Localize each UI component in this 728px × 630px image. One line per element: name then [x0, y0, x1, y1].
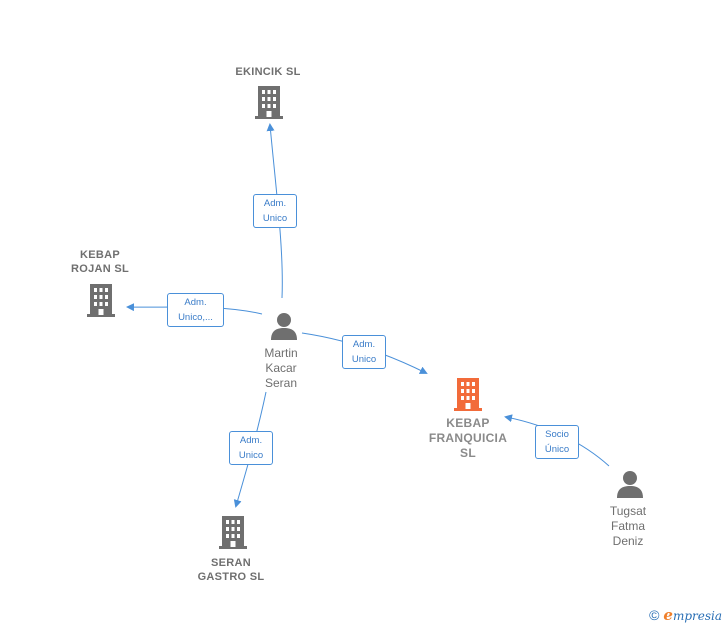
building-icon[interactable] [219, 516, 247, 549]
person-icon[interactable] [271, 313, 297, 340]
person-icon[interactable] [617, 471, 643, 498]
building-icon[interactable] [255, 86, 283, 119]
building-icon[interactable] [87, 284, 115, 317]
company-label-kebap-franquicia[interactable]: KEBAP FRANQUICIA SL [428, 416, 508, 460]
edge-label-martin-rojan: Adm. Unico,... [167, 293, 224, 327]
company-label-seran-gastro[interactable]: SERAN GASTRO SL [197, 557, 265, 583]
brand-initial: e [663, 606, 673, 624]
brand-rest: mpresia [672, 609, 722, 623]
person-label-martin[interactable]: Martin Kacar Seran [264, 346, 298, 390]
edge-label-martin-ekincik: Adm. Unico [253, 194, 297, 228]
edge-label-martin-seran: Adm. Unico [229, 431, 273, 465]
company-label-ekincik[interactable]: EKINCIK SL [235, 66, 301, 78]
edge-label-tugsat-franquicia: Socio Único [535, 425, 579, 459]
brand-logo[interactable]: empresia [663, 606, 722, 624]
focus-building-icon[interactable] [454, 378, 482, 411]
edge-label-martin-franquicia: Adm. Unico [342, 335, 386, 369]
footer-brand[interactable]: © empresia [649, 606, 722, 624]
company-label-kebap-rojan[interactable]: KEBAP ROJAN SL [70, 249, 130, 275]
person-label-tugsat[interactable]: Tugsat Fatma Deniz [609, 504, 647, 548]
copyright-symbol: © [649, 607, 660, 623]
